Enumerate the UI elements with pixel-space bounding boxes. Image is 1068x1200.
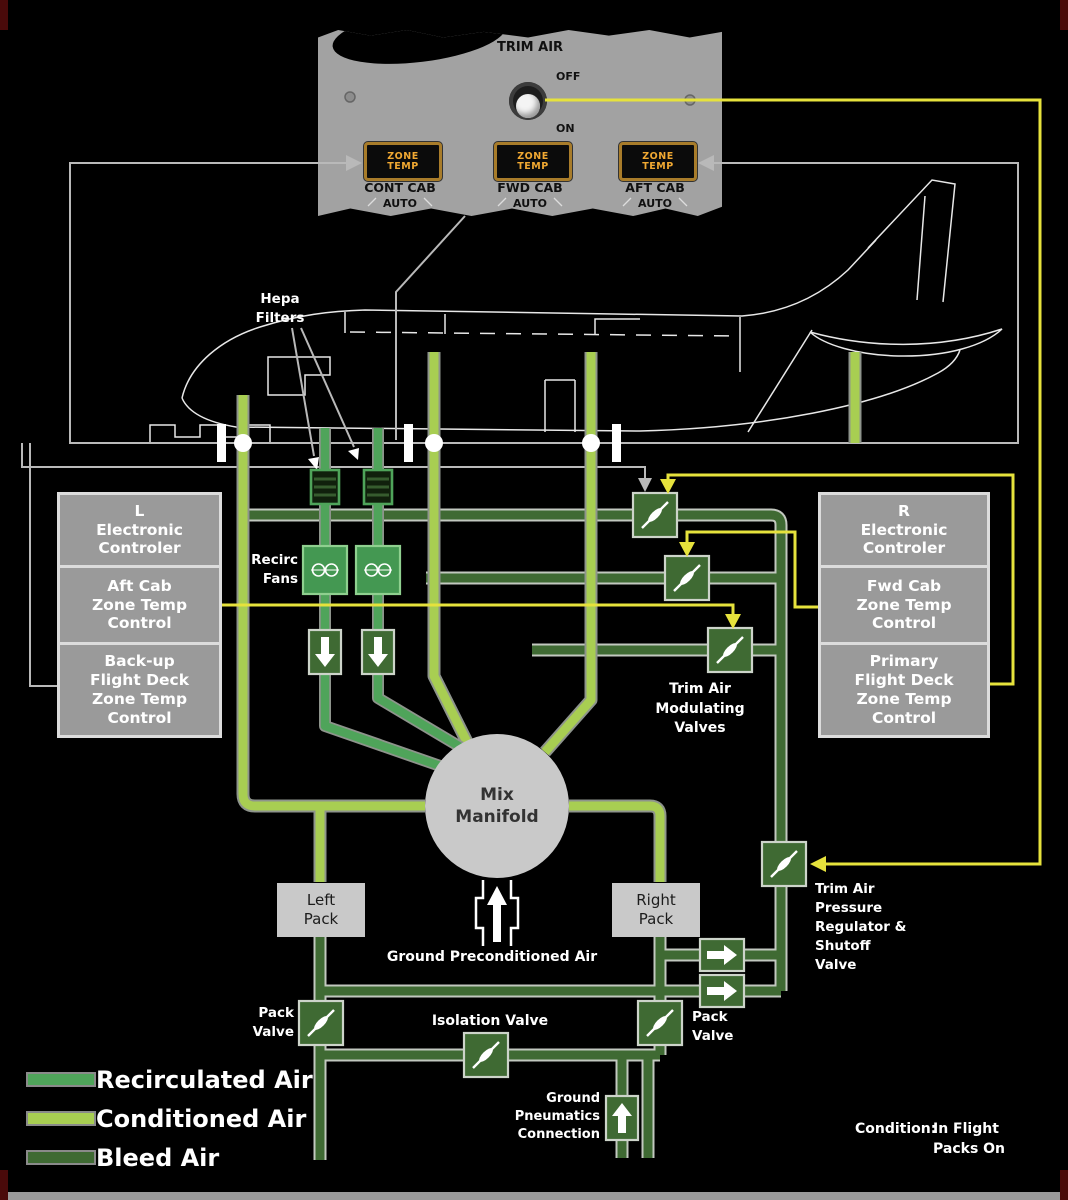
legend-swatch-bleed — [26, 1150, 96, 1165]
check-valve-down-icon — [360, 628, 396, 676]
recirc-fans-label: Recirc Fans — [251, 552, 298, 587]
annunciator-text: ZONE — [642, 150, 674, 162]
zone-temp-annunciator-cont-cab[interactable]: ZONE TEMP — [364, 142, 442, 181]
bottom-bar — [0, 1192, 1068, 1200]
corner-artifact — [1060, 1170, 1068, 1200]
aft-cab-label: AFT CAB — [625, 180, 685, 195]
aft-cab-zone-temp-section: Aft Cab Zone Temp Control — [60, 568, 219, 642]
right-pack-valve-icon — [636, 999, 684, 1047]
yellow-wire-arrowheads — [660, 479, 826, 872]
check-valve-down-icon — [307, 628, 343, 676]
right-pack-box: Right Pack — [612, 883, 700, 937]
trim-air-modulating-valve-icon — [631, 491, 679, 539]
left-pack-valve-label: Pack Valve — [252, 1005, 294, 1040]
annunciator-text: ZONE — [387, 150, 419, 162]
ground-pneumatics-check-valve-icon — [604, 1094, 640, 1142]
check-valve-right-icon — [698, 937, 746, 973]
corner-artifact — [0, 0, 8, 30]
recirc-fan-icon — [301, 544, 349, 596]
left-electronic-controller: L Electronic Controler Aft Cab Zone Temp… — [57, 492, 222, 738]
legend-label-recirculated: Recirculated Air — [96, 1066, 313, 1094]
annunciator-text: TEMP — [642, 160, 674, 172]
legend-swatch-recirculated — [26, 1072, 96, 1087]
isolation-valve-label: Isolation Valve — [431, 1013, 549, 1029]
corner-artifact — [0, 1170, 8, 1200]
annunciator-text: TEMP — [517, 160, 549, 172]
ground-preconditioned-air-valve — [474, 880, 520, 946]
trim-air-modulating-valves-label: Trim Air Modulating Valves — [655, 681, 745, 737]
right-electronic-controller: R Electronic Controler Fwd Cab Zone Temp… — [818, 492, 990, 738]
right-pack-valve-label: Pack Valve — [692, 1009, 734, 1044]
legend-label-conditioned: Conditioned Air — [96, 1105, 307, 1133]
cont-cab-label: CONT CAB — [364, 180, 436, 195]
trim-air-control-panel: TRIM AIR OFF ON ZONE TEMP ZONE TEMP ZONE… — [318, 30, 722, 216]
recirc-fan-icon — [354, 544, 402, 596]
left-pack-valve-icon — [297, 999, 345, 1047]
hepa-filters-label: Hepa Filters — [255, 291, 305, 326]
corner-artifact — [1060, 0, 1068, 30]
isolation-valve-icon — [462, 1031, 510, 1079]
switch-knob[interactable] — [516, 94, 540, 118]
panel-title: TRIM AIR — [496, 40, 564, 55]
trim-air-modulating-valve-icon — [663, 554, 711, 602]
legend-swatch-conditioned — [26, 1111, 96, 1126]
trim-air-stub-pipes — [240, 508, 708, 657]
trim-air-pressure-regulator-icon — [760, 840, 808, 888]
fwd-cab-label: FWD CAB — [497, 180, 563, 195]
mix-manifold-circle — [425, 734, 569, 878]
trim-air-modulating-valve-icon — [706, 626, 754, 674]
annunciator-text: TEMP — [387, 160, 419, 172]
fwd-cab-auto-label: AUTO — [513, 197, 547, 210]
fwd-cab-zone-temp-section: Fwd Cab Zone Temp Control — [821, 568, 987, 642]
annunciator-text: ZONE — [517, 150, 549, 162]
switch-off-label: OFF — [556, 70, 581, 83]
cont-cab-auto-label: AUTO — [383, 197, 417, 210]
l-electronic-controller-section: L Electronic Controler — [60, 495, 219, 565]
aft-cab-auto-label: AUTO — [638, 197, 672, 210]
r-electronic-controller-section: R Electronic Controler — [821, 495, 987, 565]
backup-flight-deck-section: Back-up Flight Deck Zone Temp Control — [60, 645, 219, 735]
ground-pneumatics-label: Ground Pneumatics Connection — [514, 1091, 600, 1143]
fuselage-couplings — [217, 424, 621, 462]
hepa-filter-icon — [362, 468, 394, 506]
recirculated-air-pipes — [319, 428, 466, 774]
bleed-air-pipes — [313, 508, 788, 1160]
zone-temp-annunciator-fwd-cab[interactable]: ZONE TEMP — [494, 142, 572, 181]
condition-value: In Flight Packs On — [933, 1121, 1006, 1157]
zone-temp-annunciator-aft-cab[interactable]: ZONE TEMP — [619, 142, 697, 181]
primary-flight-deck-section: Primary Flight Deck Zone Temp Control — [821, 645, 987, 735]
mix-manifold-label: Mix Manifold — [455, 785, 539, 828]
conditioned-air-pipes — [236, 352, 862, 882]
aircraft-outline — [149, 179, 1003, 443]
condition-label: Condition: — [855, 1121, 937, 1137]
ground-preconditioned-air-label: Ground Preconditioned Air — [386, 949, 598, 965]
legend-label-bleed: Bleed Air — [96, 1144, 220, 1172]
trim-air-regulator-label: Trim Air Pressure Regulator & Shutoff Va… — [815, 881, 907, 973]
torn-paper-notch — [329, 30, 510, 73]
switch-on-label: ON — [556, 122, 575, 135]
hepa-filter-icon — [309, 468, 341, 506]
trim-air-toggle-switch[interactable] — [509, 82, 547, 120]
left-pack-box: Left Pack — [277, 883, 365, 937]
check-valve-right-icon — [698, 973, 746, 1009]
